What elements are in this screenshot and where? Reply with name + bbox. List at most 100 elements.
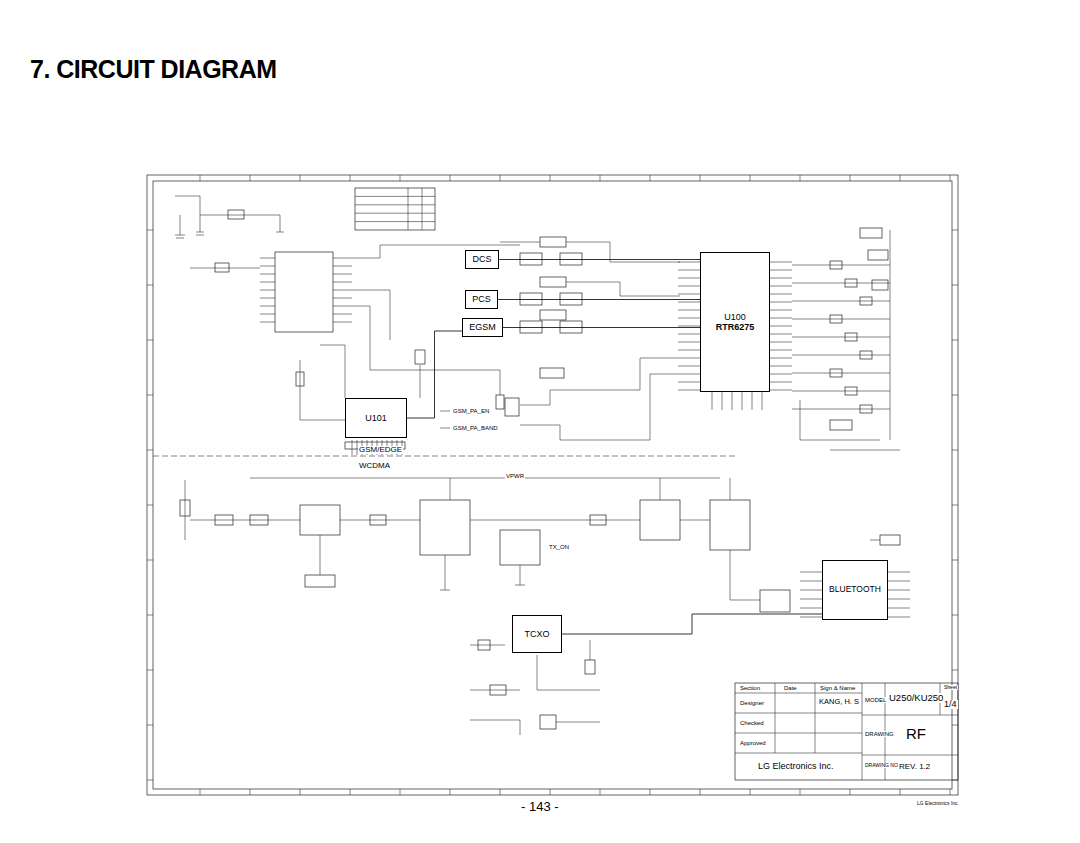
wire-connector [498,299,700,300]
pin-line [800,572,822,573]
frame-tick [147,560,153,561]
frame-tick [147,615,153,616]
wire [792,337,890,338]
wire [175,235,185,236]
pin-line [333,314,352,315]
pin-line [678,310,700,311]
pin-line [260,258,275,259]
frame-tick [952,450,958,451]
pin-line [678,350,700,351]
frame-tick [750,175,751,181]
frame-tick [800,175,801,181]
pin-line [678,270,700,271]
frame-tick [250,789,251,795]
component-symbol [496,395,504,409]
pin-line [260,274,275,275]
pin-line [770,302,792,303]
node-text: BLUETOOTH [829,585,881,595]
wire [190,268,260,269]
wire [556,722,600,723]
wire [660,478,661,500]
wire [500,242,540,243]
component-symbol [540,237,566,247]
frame-tick [350,789,351,795]
wire [730,550,760,600]
component-symbol [640,500,680,540]
wire [352,306,430,370]
node-text: DCS [472,254,491,264]
pin-line [260,266,275,267]
pin-line [260,306,275,307]
title-block-grid [735,733,862,734]
component-symbol [505,398,519,416]
wire-connector [499,259,700,260]
wire [792,355,890,356]
title-block-grid [735,713,862,714]
component-symbol [760,590,790,612]
title-block-text: Approved [739,740,767,746]
table-grid [422,188,423,230]
wire [320,535,321,575]
pin-line [678,278,700,279]
wire [566,242,680,262]
table-grid [355,213,435,214]
component-symbol [868,250,888,260]
title-block-text: Date [783,685,798,691]
chip-box: U101 [345,398,407,438]
frame-tick [400,175,401,181]
frame-tick [147,230,153,231]
wire [196,235,204,236]
pin-line [678,286,700,287]
frame-tick [300,789,301,795]
wire [250,478,720,479]
wire [470,645,505,646]
pin-line [678,334,700,335]
filter-label-box: DCS [465,250,499,269]
wire [190,520,300,521]
wire [300,360,345,420]
wire [320,345,345,398]
frame-tick [952,725,958,726]
pin-line [260,314,275,315]
table-grid [355,188,435,230]
component-symbol [520,321,542,333]
wire [352,290,390,340]
frame-tick [450,175,451,181]
component-symbol [500,530,540,565]
pin-line [800,581,822,582]
table-grid [355,221,435,222]
wire [792,373,890,374]
pin-line [678,366,700,367]
frame-tick [400,789,401,795]
component-symbol [872,280,888,290]
frame-tick [550,175,551,181]
pin-line [712,392,713,410]
frame-tick [952,670,958,671]
wire [730,478,731,500]
frame-tick [950,175,951,181]
pin-line [678,374,700,375]
pin-line [770,366,792,367]
frame-tick [800,789,801,795]
wire-connector [407,331,462,418]
table-grid [408,188,409,230]
wire [440,590,450,591]
wire [792,409,890,410]
frame-tick [952,395,958,396]
pin-line [732,392,733,410]
title-block-text: DRAWING NO. [864,763,900,768]
pin-line [888,572,910,573]
title-block-text: MODEL [864,697,887,703]
wire [520,390,600,405]
title-block-text: Checked [739,720,765,726]
wire [537,655,600,690]
wire [200,215,201,232]
pin-line [678,294,700,295]
component-symbol [880,535,900,545]
frame-tick [950,789,951,795]
component-symbol [540,368,564,378]
pin-line [888,617,910,618]
node-text: U101 [365,413,387,423]
wire [470,690,520,691]
frame-tick [850,175,851,181]
